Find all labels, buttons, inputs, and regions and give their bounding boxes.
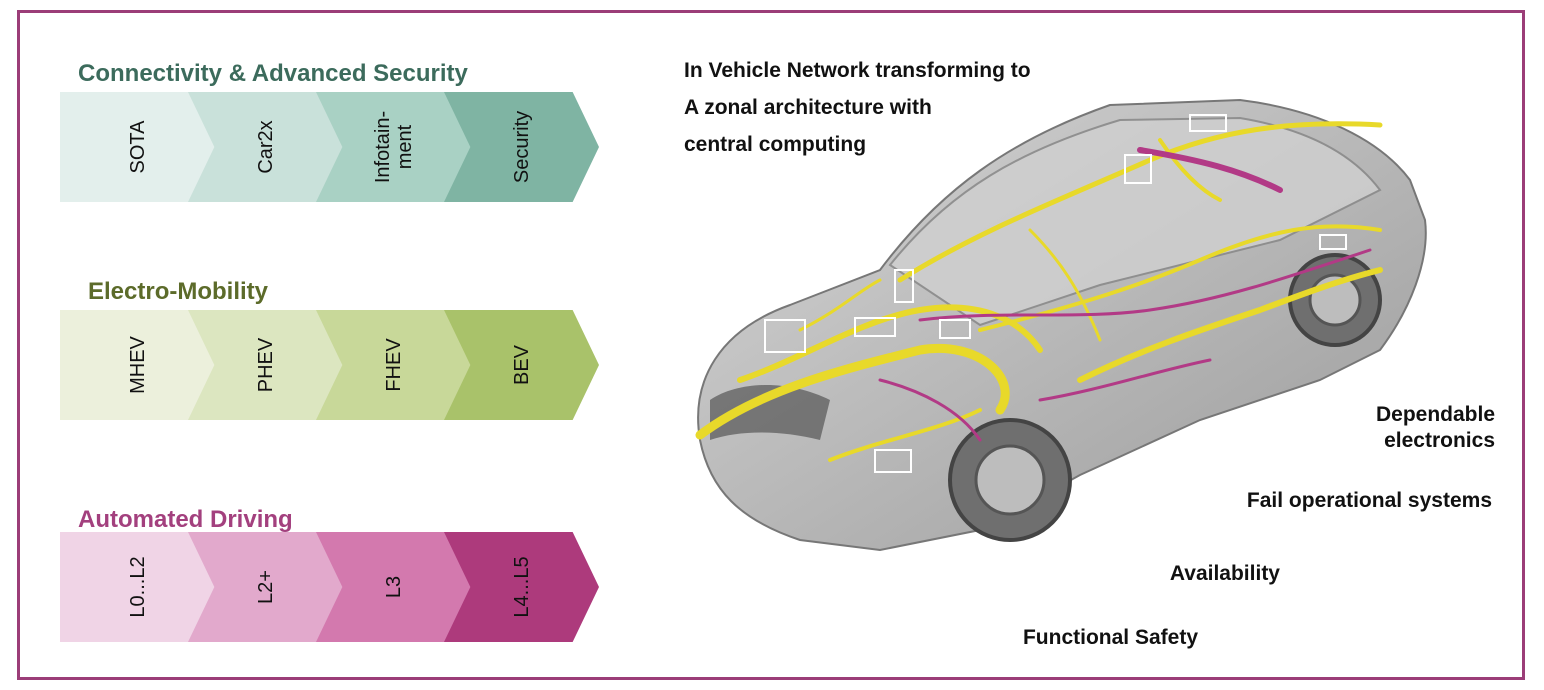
network-title: In Vehicle Network transforming to A zon… [684, 59, 1031, 156]
chevron-label: L3 [382, 575, 405, 599]
automated-driving-title: Automated Driving [78, 506, 293, 533]
car-wiring-illustration [695, 98, 1427, 552]
chevron-label: MHEV [126, 336, 149, 394]
attribute-dependable-electronics: Dependable electronics [1375, 403, 1495, 452]
chevron-label: L2+ [254, 570, 277, 604]
attribute-availability: Availability [1169, 562, 1280, 585]
chevron-mhev: MHEV [60, 310, 215, 420]
chevron-label: Car2x [254, 120, 277, 174]
chevron-label: BEV [510, 344, 533, 386]
electro-mobility-chevrons: MHEV PHEV FHEV BEV [60, 310, 600, 420]
chevron-label: Infotain- ment [371, 110, 416, 184]
chevron-label: Security [510, 110, 533, 184]
chevron-l0-l2: L0...L2 [60, 532, 215, 642]
chevron-label: L0...L2 [126, 556, 149, 618]
chevron-label: PHEV [254, 337, 277, 393]
attribute-functional-safety: Functional Safety [1022, 626, 1198, 649]
attribute-fail-operational: Fail operational systems [1246, 489, 1492, 512]
chevron-label: L4...L5 [510, 556, 533, 618]
chevron-sota: SOTA [60, 92, 215, 202]
connectivity-chevrons: SOTA Car2x Infotain- ment Security [60, 92, 600, 202]
chevron-label: FHEV [382, 338, 405, 392]
chevron-label: SOTA [126, 120, 149, 174]
automated-driving-chevrons: L0...L2 L2+ L3 L4...L5 [60, 532, 600, 642]
connectivity-title: Connectivity & Advanced Security [78, 60, 468, 87]
electro-mobility-title: Electro-Mobility [88, 278, 269, 305]
